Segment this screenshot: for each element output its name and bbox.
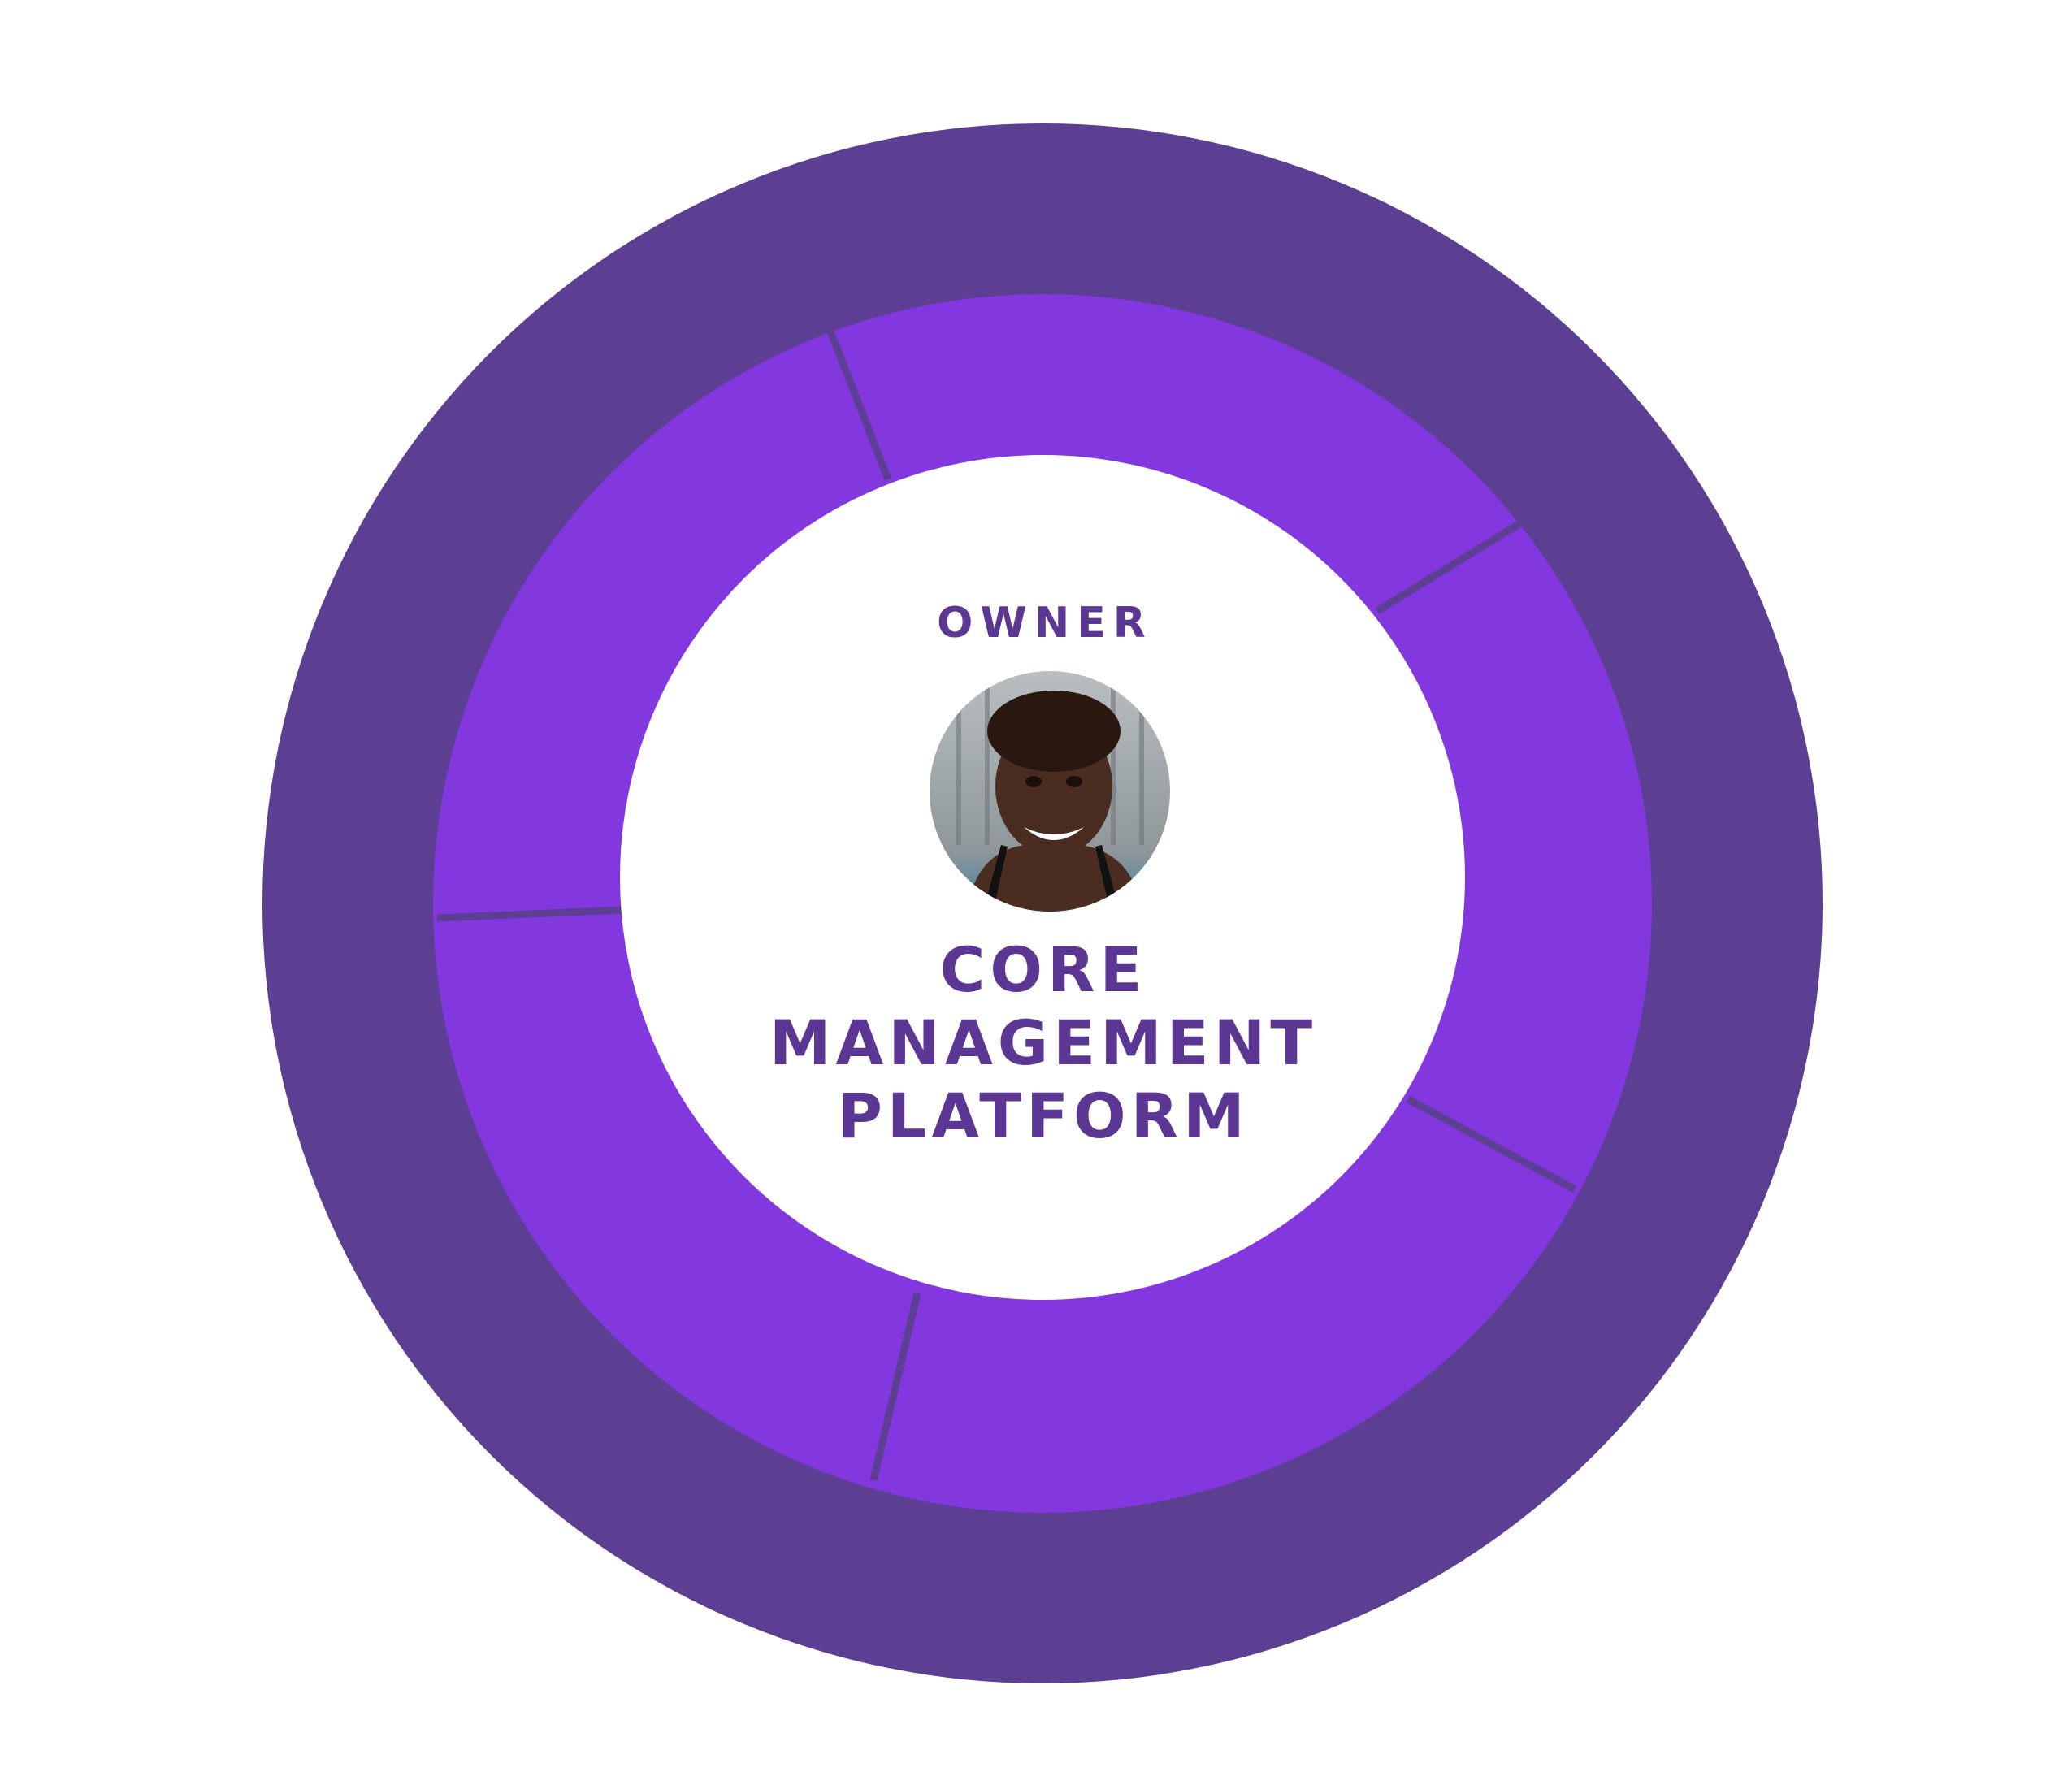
title-line-management: MANAGEMENT bbox=[769, 1007, 1317, 1079]
divider-right-upper bbox=[1375, 518, 1527, 614]
person-avatar-icon bbox=[930, 671, 1170, 912]
avatar bbox=[930, 671, 1170, 912]
divider-right-lower bbox=[1406, 1096, 1577, 1193]
inner-ring-dividers bbox=[436, 327, 1577, 1482]
title-line-core: CORE bbox=[940, 933, 1147, 1006]
owner-label: OWNER bbox=[937, 599, 1153, 648]
center-hub: OWNER bbox=[620, 455, 1465, 1300]
divider-bottom bbox=[869, 1292, 921, 1482]
divider-top-left bbox=[826, 327, 892, 481]
title-line-platform: PLATFORM bbox=[837, 1080, 1250, 1152]
divider-left bbox=[436, 906, 623, 922]
